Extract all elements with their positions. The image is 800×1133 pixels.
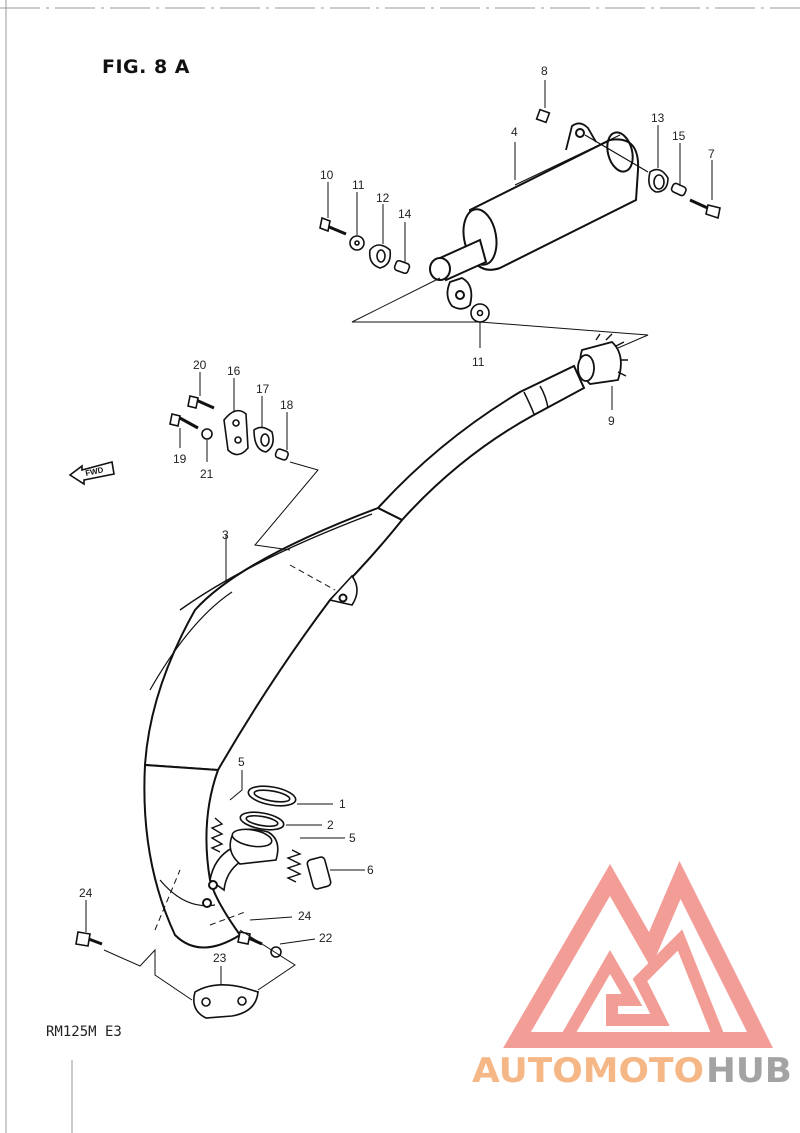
watermark-brand-text: AUTOMOTO HUB — [472, 1051, 792, 1091]
callout-7: 7 — [708, 147, 715, 161]
collar-18 — [274, 448, 289, 461]
callout-21: 21 — [200, 467, 214, 481]
bracket-hardware — [169, 395, 289, 461]
callout-14: 14 — [398, 207, 412, 221]
bolt-20 — [195, 398, 215, 410]
brand-text-automoto: AUTOMOTO — [472, 1051, 704, 1091]
callout-22: 22 — [319, 931, 333, 945]
collar-14 — [393, 259, 411, 275]
callout-13: 13 — [651, 111, 665, 125]
callout-15: 15 — [672, 129, 686, 143]
tail-pipe — [376, 364, 586, 522]
muffler-front-hardware — [319, 216, 490, 323]
fwd-label: FWD — [85, 465, 105, 478]
brand-text-hub: HUB — [706, 1051, 792, 1091]
joint-9 — [577, 333, 628, 410]
callout-18: 18 — [280, 398, 294, 412]
callout-5-left: 5 — [238, 755, 245, 769]
callout-19: 19 — [173, 452, 187, 466]
joint-leader-lines — [85, 770, 365, 1001]
exhaust-joint-parts — [75, 785, 332, 1019]
watermark-logo-icon — [503, 860, 773, 1048]
callout-10: 10 — [320, 168, 334, 182]
callout-17: 17 — [256, 382, 270, 396]
callout-8: 8 — [541, 64, 548, 78]
callout-3: 3 — [222, 528, 229, 542]
chamber-mount-tab — [328, 574, 358, 606]
callout-5-right: 5 — [349, 831, 356, 845]
bracket-leader-lines — [179, 372, 319, 551]
callout-1: 1 — [339, 797, 346, 811]
washer-21 — [201, 428, 213, 440]
callout-23: 23 — [213, 951, 227, 965]
nut-8 — [535, 108, 551, 124]
figure-title: FIG. 8 A — [102, 56, 191, 78]
bolt-19 — [177, 415, 199, 430]
callout-16: 16 — [227, 364, 241, 378]
model-code: RM125M E3 — [46, 1024, 122, 1040]
callout-2: 2 — [327, 818, 334, 832]
callout-12: 12 — [376, 191, 390, 205]
callout-11-upper: 11 — [352, 178, 365, 192]
bracket-16 — [223, 409, 249, 456]
collar-15 — [670, 182, 687, 197]
callout-24-left: 24 — [79, 886, 93, 900]
spring-5-right — [286, 849, 302, 883]
bracket-23 — [193, 984, 259, 1019]
hidden-lines — [154, 564, 336, 931]
callout-6: 6 — [367, 863, 374, 877]
chamber-header — [143, 763, 242, 949]
muffler-assembly — [429, 122, 649, 310]
expansion-chamber — [143, 364, 586, 949]
muffler-leader-lines — [327, 80, 713, 361]
muffler-rear-hardware — [535, 108, 721, 220]
callout-24-right: 24 — [298, 909, 312, 923]
seal-6 — [306, 856, 332, 890]
callout-labels: 1 2 3 4 5 5 6 7 8 9 10 11 11 12 13 14 15… — [79, 64, 715, 965]
callout-11-lower: 11 — [472, 355, 485, 369]
callout-4: 4 — [511, 125, 518, 139]
callout-20: 20 — [193, 358, 207, 372]
spring-5-left — [210, 817, 224, 853]
callout-9: 9 — [608, 414, 615, 428]
fwd-arrow-icon: FWD — [68, 461, 115, 486]
